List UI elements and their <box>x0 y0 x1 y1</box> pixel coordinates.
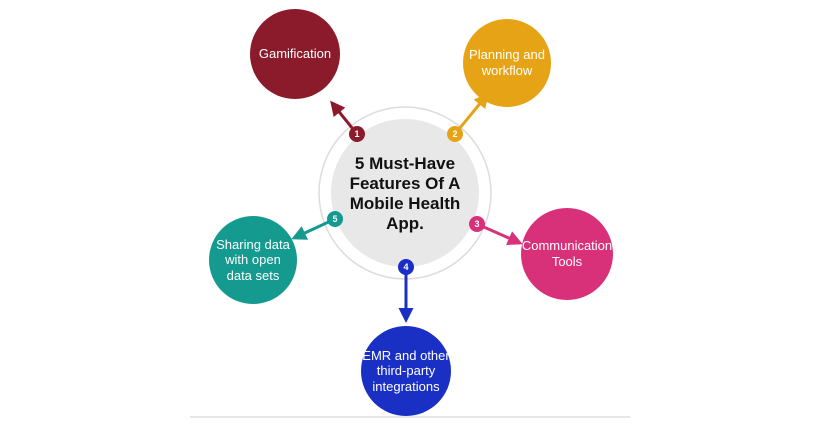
number-badge-4 <box>398 259 414 275</box>
feature-node-2 <box>463 19 551 107</box>
feature-node-4 <box>361 326 451 416</box>
badge-number-4: 4 <box>403 262 408 272</box>
connector-arrow-2 <box>453 92 489 135</box>
feature-node-1 <box>250 9 340 99</box>
feature-label-5: Sharing data with open data sets <box>216 236 290 283</box>
center-circle <box>331 119 479 267</box>
number-badges: 1 2 3 4 5 <box>327 126 485 275</box>
feature-label-2: Planning and workflow <box>469 47 545 78</box>
badge-number-5: 5 <box>332 214 337 224</box>
feature-nodes <box>209 9 613 416</box>
feature-label-4: EMR and other third-party integrations <box>362 347 450 394</box>
badge-number-2: 2 <box>452 129 457 139</box>
feature-node-3 <box>521 208 613 300</box>
page-title: 5 Must-Have Features Of A Mobile Health … <box>349 154 461 233</box>
divider <box>190 416 630 418</box>
number-badge-5 <box>327 211 343 227</box>
feature-label-1: Gamification <box>258 46 332 62</box>
number-badge-2 <box>447 126 463 142</box>
badge-number-3: 3 <box>474 219 479 229</box>
feature-label-3: Communication Tools <box>521 238 613 269</box>
number-badge-3 <box>469 216 485 232</box>
badge-number-1: 1 <box>354 129 359 139</box>
feature-node-5 <box>209 216 297 304</box>
number-badge-1 <box>349 126 365 142</box>
